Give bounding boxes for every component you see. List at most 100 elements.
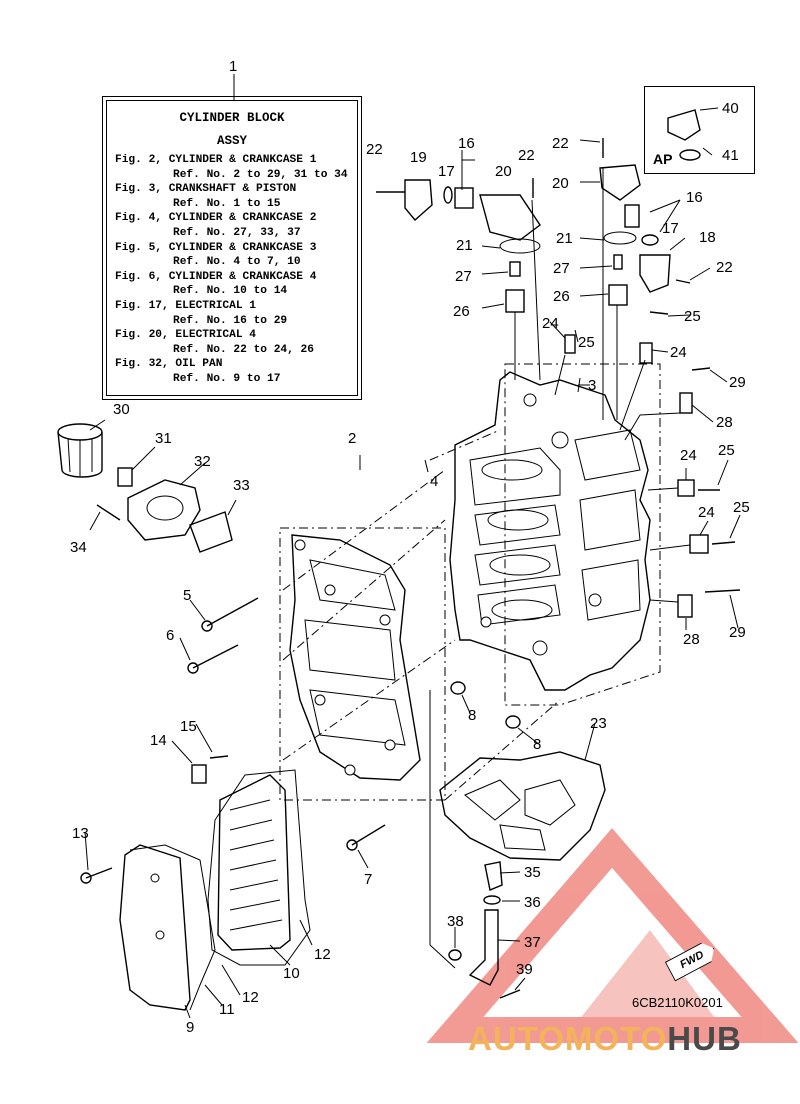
cylinder-block xyxy=(449,371,651,691)
spec-title-line2: ASSY xyxy=(216,134,247,148)
callout-15: 15 xyxy=(180,718,197,735)
callout-7: 7 xyxy=(364,871,372,888)
callout-17a: 17 xyxy=(438,163,455,180)
callout-26a: 26 xyxy=(453,303,470,320)
spec-ref-2: Ref. No. 27, 33, 37 xyxy=(173,226,301,239)
exhaust-gasket xyxy=(207,769,311,966)
bracket-gasket xyxy=(189,511,233,553)
callout-18: 18 xyxy=(699,229,716,246)
exhaust-cover xyxy=(217,774,291,951)
spec-ref-1: Ref. No. 1 to 15 xyxy=(173,197,281,210)
callout-24d: 24 xyxy=(698,504,715,521)
callout-20a: 20 xyxy=(495,163,512,180)
callout-30: 30 xyxy=(113,401,130,418)
callout-24a: 24 xyxy=(542,315,559,332)
spec-ref-5: Ref. No. 16 to 29 xyxy=(173,314,288,327)
o-ring-8a xyxy=(450,681,466,695)
spec-fig-3: Fig. 5, CYLINDER & CRANKCASE 3 xyxy=(115,241,317,254)
callout-24c: 24 xyxy=(680,447,697,464)
outer-cover xyxy=(119,844,216,1011)
spec-ref-0: Ref. No. 2 to 29, 31 to 34 xyxy=(173,168,348,181)
callout-13: 13 xyxy=(72,825,89,842)
spec-fig-0: Fig. 2, CYLINDER & CRANKCASE 1 xyxy=(115,154,317,166)
spec-ref-4: Ref. No. 10 to 14 xyxy=(173,285,288,298)
callout-28a: 28 xyxy=(716,414,733,431)
callout-29b: 29 xyxy=(729,624,746,641)
oil-tube-37 xyxy=(468,909,499,986)
callout-26b: 26 xyxy=(553,288,570,305)
callout-17b: 17 xyxy=(662,220,679,237)
callout-22d: 22 xyxy=(716,259,733,276)
callout-19: 19 xyxy=(410,149,427,166)
callout-16b: 16 xyxy=(686,189,703,206)
callout-11: 11 xyxy=(219,1001,235,1018)
filter-fitting xyxy=(117,467,133,487)
screw-15 xyxy=(209,755,229,759)
callout-8a: 8 xyxy=(468,707,476,724)
watermark-part2: HUB xyxy=(667,1020,742,1057)
spec-ref-3: Ref. No. 4 to 7, 10 xyxy=(173,256,301,269)
bolt-39 xyxy=(499,989,521,999)
bolt-34 xyxy=(96,504,121,521)
callout-35: 35 xyxy=(524,864,541,881)
spec-fig-5: Fig. 17, ELECTRICAL 1 xyxy=(115,299,256,312)
filter-bracket xyxy=(127,479,201,541)
watermark-logo-triangle xyxy=(426,828,799,1043)
callout-3: 3 xyxy=(588,377,596,394)
callout-25d: 25 xyxy=(733,499,750,516)
crankcase xyxy=(289,534,421,781)
callout-12a: 12 xyxy=(314,946,331,963)
callout-41: 41 xyxy=(722,147,739,164)
spec-ref-6: Ref. No. 22 to 24, 26 xyxy=(173,343,314,356)
callout-32: 32 xyxy=(194,453,211,470)
top-fittings-right xyxy=(564,138,711,414)
leader-lines xyxy=(84,107,741,1019)
callout-1: 1 xyxy=(229,58,237,75)
callout-40: 40 xyxy=(722,100,739,117)
bracket-14 xyxy=(191,764,207,784)
spec-title-line1: CYLINDER BLOCK xyxy=(179,111,285,125)
callout-22c: 22 xyxy=(552,135,569,152)
callout-10: 10 xyxy=(283,965,300,982)
callout-8b: 8 xyxy=(533,736,541,753)
callout-37: 37 xyxy=(524,934,541,951)
callout-33: 33 xyxy=(233,477,250,494)
callout-labels: 1 2 3 4 5 6 7 8 8 9 10 11 12 12 13 14 15… xyxy=(70,58,750,1036)
ap-label: AP xyxy=(653,151,673,167)
callout-25c: 25 xyxy=(718,442,735,459)
o-ring-8b xyxy=(505,715,521,729)
watermark-part1: AUTOMOTO xyxy=(468,1020,668,1057)
callout-22b: 22 xyxy=(518,147,535,164)
callout-28b: 28 xyxy=(683,631,700,648)
spec-ref-7: Ref. No. 9 to 17 xyxy=(173,372,281,385)
callout-21a: 21 xyxy=(456,237,473,254)
plug-35 xyxy=(484,861,503,891)
ap-inset-box: AP xyxy=(644,86,755,174)
callout-9: 9 xyxy=(186,1019,194,1036)
callout-21b: 21 xyxy=(556,230,573,247)
ap-inset-parts xyxy=(667,109,701,161)
callout-16a: 16 xyxy=(458,135,475,152)
callout-5: 5 xyxy=(183,587,191,604)
spec-fig-6: Fig. 20, ELECTRICAL 4 xyxy=(115,329,256,342)
callout-25a: 25 xyxy=(578,334,595,351)
callout-27a: 27 xyxy=(455,268,472,285)
o-ring-36 xyxy=(483,895,501,905)
o-ring-38 xyxy=(448,949,462,961)
callout-29a: 29 xyxy=(729,374,746,391)
cylinder-block-assy-box: CYLINDER BLOCK ASSY Fig. 2, CYLINDER & C… xyxy=(102,96,362,400)
spec-fig-2: Fig. 4, CYLINDER & CRANKCASE 2 xyxy=(115,212,317,225)
callout-4: 4 xyxy=(430,473,438,490)
spec-fig-1: Fig. 3, CRANKSHAFT & PISTON xyxy=(115,183,297,196)
callout-22a: 22 xyxy=(366,141,383,158)
callout-20b: 20 xyxy=(552,175,569,192)
callout-12b: 12 xyxy=(242,989,259,1006)
callout-23: 23 xyxy=(590,715,607,732)
callout-27b: 27 xyxy=(553,260,570,277)
spec-fig-7: Fig. 32, OIL PAN xyxy=(115,358,223,371)
long-bolts xyxy=(80,597,386,884)
callout-6: 6 xyxy=(166,627,174,644)
diagram-code: 6CB2110K0201 xyxy=(632,995,723,1010)
callout-38: 38 xyxy=(447,913,464,930)
